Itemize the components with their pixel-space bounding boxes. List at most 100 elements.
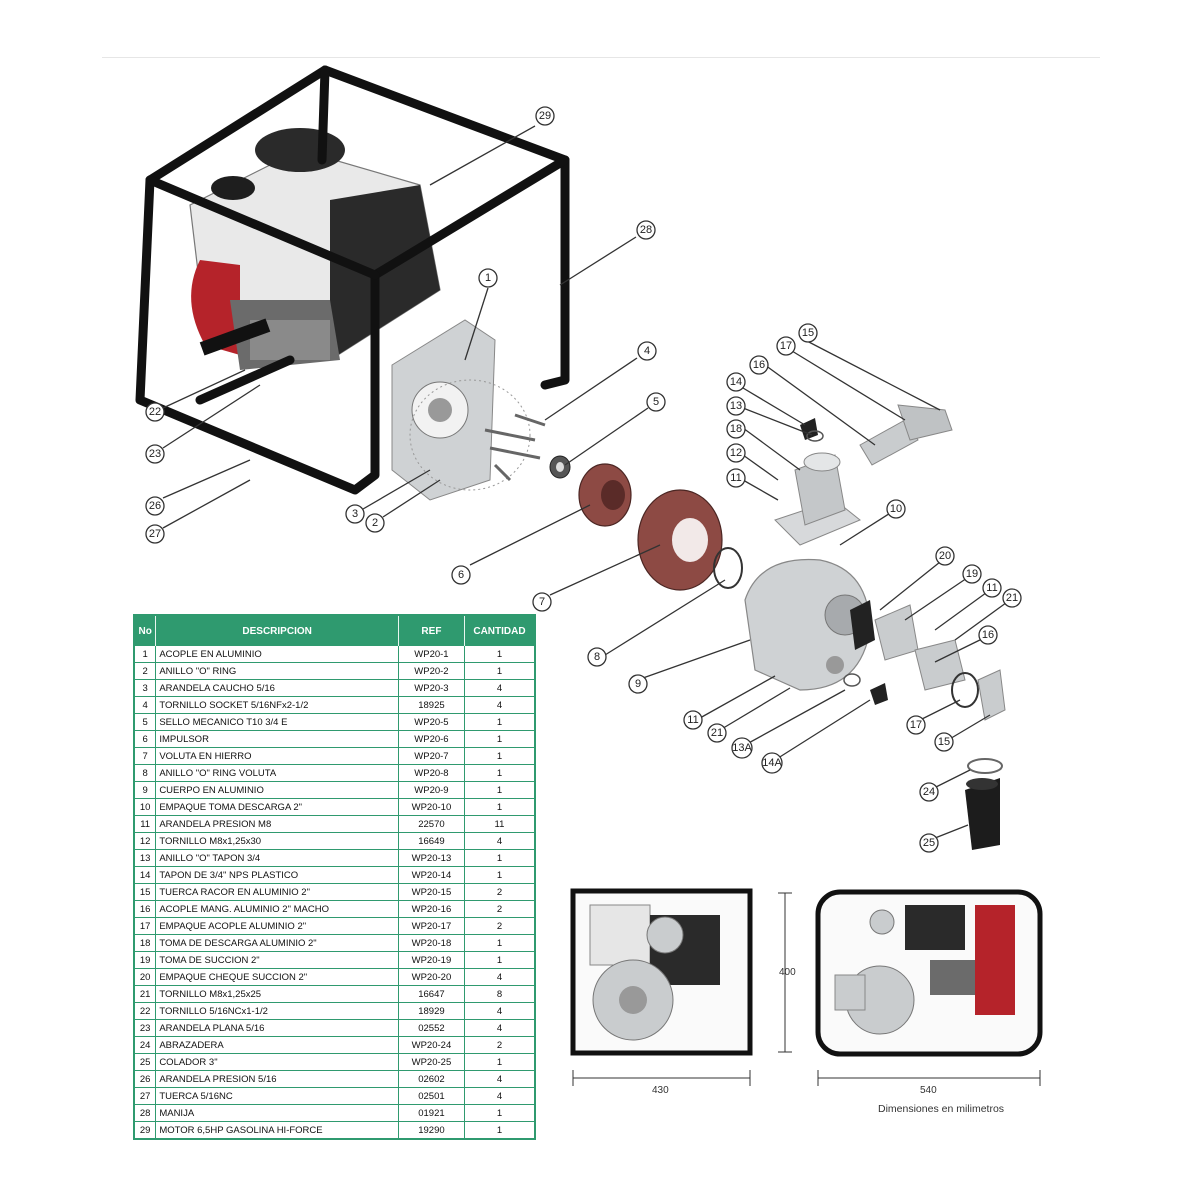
cell-desc: ABRAZADERA [155, 1036, 399, 1054]
callout-17: 17 [906, 715, 926, 735]
cell-ref: WP20-25 [398, 1053, 465, 1071]
svg-text:11: 11 [687, 714, 698, 726]
col-qty: CANTIDAD [464, 615, 536, 646]
cell-qty: 1 [464, 713, 536, 731]
cell-no: 22 [134, 1002, 157, 1020]
top-divider [102, 57, 1100, 58]
cell-no: 15 [134, 883, 157, 901]
svg-text:6: 6 [458, 569, 464, 581]
volute [637, 489, 723, 591]
svg-text:22: 22 [149, 406, 161, 418]
callout-13a: 13A [731, 737, 753, 759]
cell-no: 28 [134, 1104, 157, 1122]
svg-text:16: 16 [982, 629, 994, 641]
svg-text:26: 26 [149, 500, 161, 512]
callout-16: 16 [978, 625, 998, 645]
cell-no: 6 [134, 730, 157, 748]
cell-no: 4 [134, 696, 157, 714]
cell-desc: EMPAQUE TOMA DESCARGA 2" [155, 798, 399, 816]
callout-11: 11 [726, 468, 746, 488]
cell-desc: SELLO MECANICO T10 3/4 E [155, 713, 399, 731]
cell-qty: 2 [464, 883, 536, 901]
svg-text:13: 13 [730, 400, 742, 412]
cell-ref: WP20-18 [398, 934, 465, 952]
cell-qty: 8 [464, 985, 536, 1003]
callout-7: 7 [532, 592, 552, 612]
cell-qty: 1 [464, 646, 536, 663]
callout-13: 13 [726, 396, 746, 416]
cell-qty: 4 [464, 1002, 536, 1020]
callout-15: 15 [934, 732, 954, 752]
svg-text:25: 25 [923, 837, 935, 849]
cell-ref: 02501 [398, 1087, 465, 1105]
callout-1: 1 [478, 268, 498, 288]
svg-text:15: 15 [938, 736, 950, 748]
cell-desc: ARANDELA PRESION 5/16 [155, 1070, 399, 1088]
mechanical-seal [549, 455, 571, 479]
cell-no: 23 [134, 1019, 157, 1037]
callout-11: 11 [982, 578, 1002, 598]
cell-no: 20 [134, 968, 157, 986]
svg-text:23: 23 [149, 448, 161, 460]
cell-no: 12 [134, 832, 157, 850]
cell-qty: 2 [464, 900, 536, 918]
svg-text:17: 17 [780, 340, 792, 352]
cell-desc: COLADOR 3" [155, 1053, 399, 1071]
cell-no: 19 [134, 951, 157, 969]
callout-10: 10 [886, 499, 906, 519]
cell-ref: WP20-14 [398, 866, 465, 884]
cell-ref: WP20-8 [398, 764, 465, 782]
cell-ref: WP20-16 [398, 900, 465, 918]
cell-qty: 2 [464, 1036, 536, 1054]
svg-text:8: 8 [594, 651, 600, 663]
cell-qty: 4 [464, 696, 536, 714]
cell-ref: WP20-5 [398, 713, 465, 731]
cell-ref: 22570 [398, 815, 465, 833]
svg-text:20: 20 [939, 550, 951, 562]
cell-ref: 18925 [398, 696, 465, 714]
cell-desc: ARANDELA PRESION M8 [155, 815, 399, 833]
svg-text:9: 9 [635, 678, 641, 690]
cell-desc: EMPAQUE CHEQUE SUCCION 2" [155, 968, 399, 986]
cell-ref: 18929 [398, 1002, 465, 1020]
cell-desc: ARANDELA CAUCHO 5/16 [155, 679, 399, 697]
cell-no: 10 [134, 798, 157, 816]
callout-14: 14 [726, 372, 746, 392]
cell-ref: WP20-10 [398, 798, 465, 816]
leader-lines [162, 125, 1011, 841]
cell-ref: 01921 [398, 1104, 465, 1122]
front-view [570, 888, 753, 1056]
svg-text:12: 12 [730, 447, 742, 459]
cell-desc: TAPON DE 3/4" NPS PLASTICO [155, 866, 399, 884]
svg-text:28: 28 [640, 224, 652, 236]
cell-no: 24 [134, 1036, 157, 1054]
cell-no: 16 [134, 900, 157, 918]
svg-text:10: 10 [890, 503, 902, 515]
col-desc: DESCRIPCION [155, 615, 399, 646]
callout-25: 25 [919, 833, 939, 853]
volute-o-ring [713, 547, 743, 589]
dimension-lines [572, 892, 1041, 1086]
callout-4: 4 [637, 341, 657, 361]
callout-2: 2 [365, 513, 385, 533]
cell-qty: 1 [464, 849, 536, 867]
callout-26: 26 [145, 496, 165, 516]
cell-desc: TOMA DE SUCCION 2" [155, 951, 399, 969]
